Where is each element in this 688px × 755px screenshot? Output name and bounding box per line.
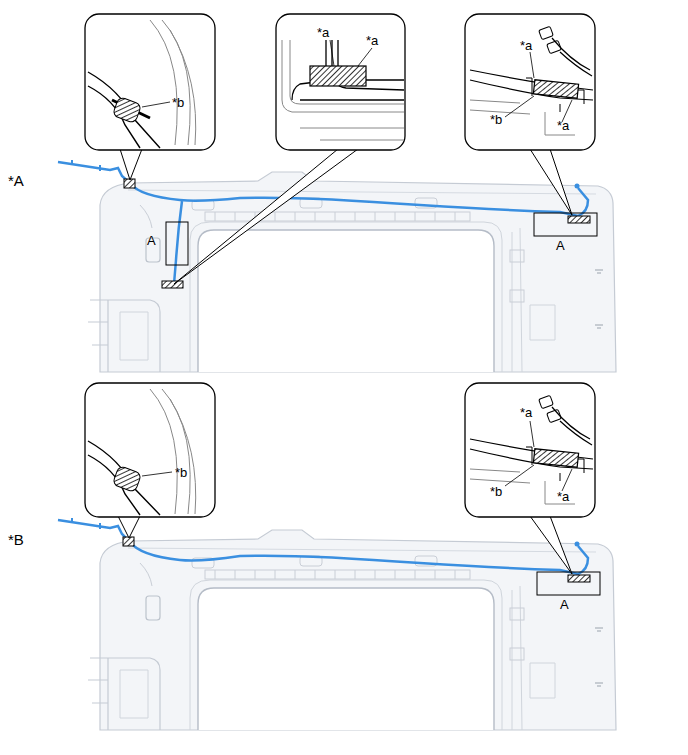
view-label: A	[560, 597, 569, 612]
callout-letter: *b	[172, 95, 184, 110]
callout-letter: *b	[490, 112, 502, 127]
callout-letter: *a	[520, 38, 532, 53]
callout-letter: *b	[175, 465, 187, 480]
callout-letter: *a	[557, 118, 569, 133]
callout-letter: *a	[317, 25, 329, 40]
variant-label: *A	[8, 172, 24, 189]
callout-letter: *a	[366, 33, 378, 48]
view-label: A	[556, 238, 565, 253]
view-label: A	[147, 233, 156, 248]
callout-letter: *a	[520, 405, 532, 420]
callout-letter: *a	[557, 489, 569, 504]
callout-letter: *b	[490, 484, 502, 499]
variant-label: *B	[8, 531, 24, 548]
